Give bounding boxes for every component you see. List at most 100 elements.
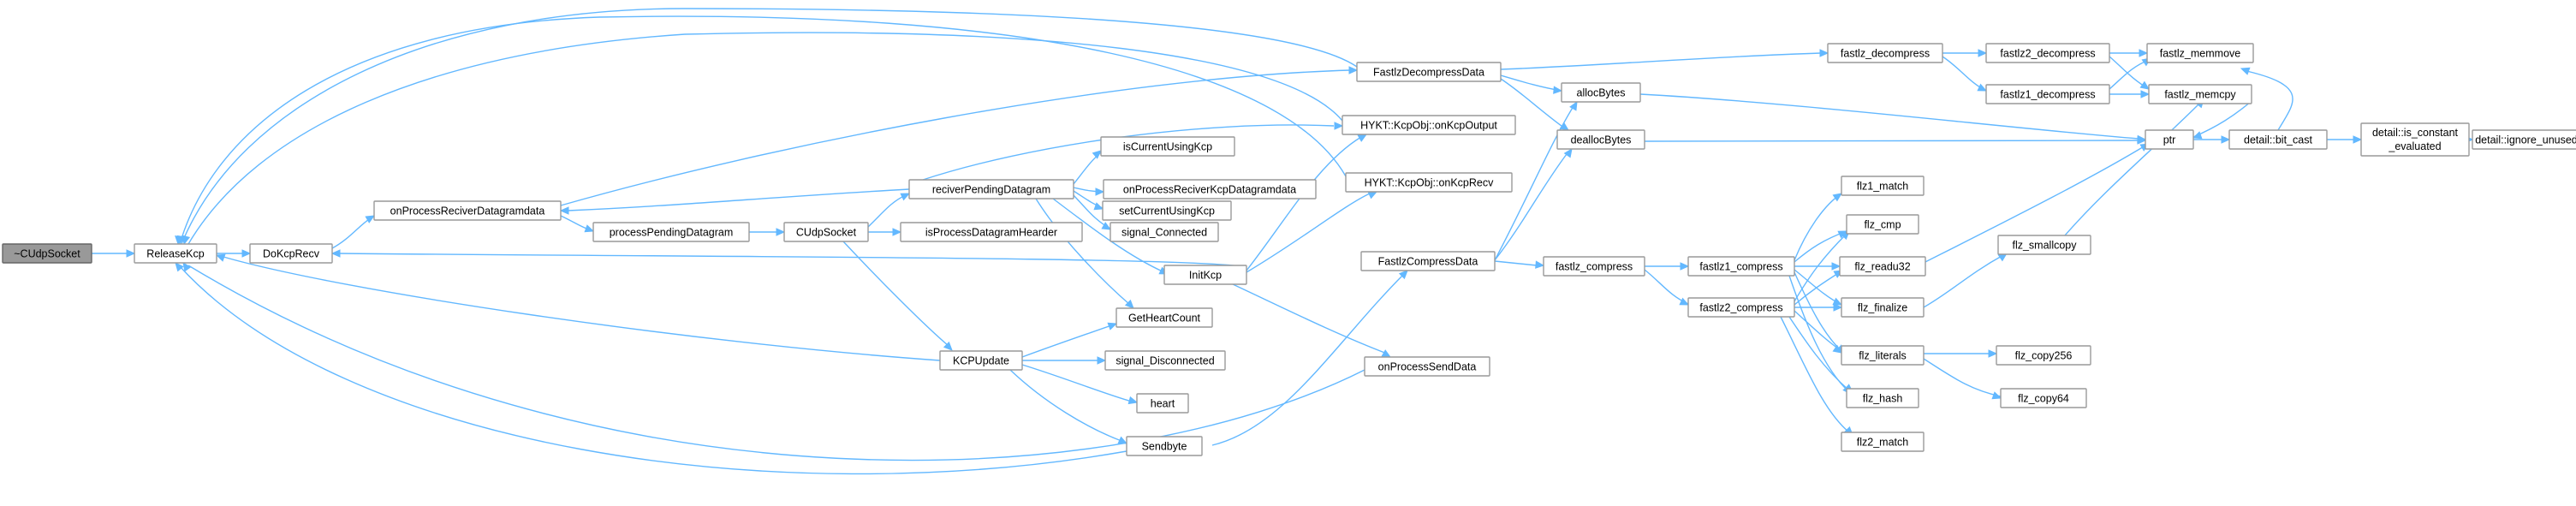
node-label: fastlz_compress: [1556, 261, 1633, 273]
node-signal-connected[interactable]: signal_Connected: [1110, 222, 1219, 242]
node-label: fastlz1_compress: [1699, 261, 1782, 273]
node-signal-disconnected[interactable]: signal_Disconnected: [1104, 350, 1226, 371]
node-fastlz2-decompress[interactable]: fastlz2_decompress: [1985, 43, 2110, 63]
call-edge: [1500, 74, 1562, 92]
call-edge-arrowhead: [1124, 299, 1134, 309]
call-edge: [1639, 93, 2139, 140]
node-label: fastlz2_decompress: [2000, 48, 2095, 60]
node-on-process-kcp[interactable]: onProcessReciverKcpDatagramdata: [1103, 179, 1317, 199]
call-edge: [1246, 136, 1362, 271]
node-label: flz_copy64: [2018, 393, 2069, 405]
node-flz-hash[interactable]: flz_hash: [1846, 388, 1919, 408]
node-process-pending[interactable]: processPendingDatagram: [592, 222, 750, 242]
node-flz1-match[interactable]: flz1_match: [1841, 176, 1925, 196]
call-edge: [1794, 271, 1841, 306]
node-fastlz1-decompress[interactable]: fastlz1_decompress: [1985, 84, 2110, 104]
call-edge: [1246, 193, 1371, 273]
node-detail-is-constant-evaluated[interactable]: detail::is_constant _evaluated: [2360, 122, 2470, 157]
node-label: ~CUdpSocket: [14, 248, 80, 260]
node-is-current-kcp[interactable]: isCurrentUsingKcp: [1100, 136, 1235, 157]
node-fastlz-compress-data[interactable]: FastlzCompressData: [1360, 251, 1496, 271]
node-on-process-reciver[interactable]: onProcessReciverDatagramdata: [373, 200, 562, 221]
call-edge: [1500, 78, 1566, 129]
node-fastlz2-compress[interactable]: fastlz2_compress: [1687, 297, 1795, 318]
node-fastlz-memmove[interactable]: fastlz_memmove: [2146, 43, 2254, 63]
call-edge: [1500, 52, 1822, 70]
node-detail-ignore-unused[interactable]: detail::ignore_unused: [2472, 129, 2576, 150]
call-edge-arrowhead: [900, 193, 911, 201]
call-edge-arrowhead: [1991, 391, 2002, 400]
node-label: allocBytes: [1577, 87, 1626, 99]
call-edge-arrowhead: [1569, 100, 1578, 111]
node-label: InitKcp: [1189, 270, 1222, 282]
call-edge-arrowhead: [1334, 122, 1344, 130]
node-on-process-send[interactable]: onProcessSendData: [1364, 356, 1490, 377]
node-set-current-using-kcp-main[interactable]: setCurrentUsingKcp: [1102, 200, 1232, 221]
node-label: ptr: [2163, 134, 2176, 146]
call-edge-arrowhead: [1831, 262, 1841, 271]
call-edge-arrowhead: [126, 249, 136, 258]
node-label: flz_literals: [1859, 350, 1907, 362]
node-label: isCurrentUsingKcp: [1123, 141, 1212, 153]
node-on-kcp-output[interactable]: HYKT::KcpObj::onKcpOutput: [1342, 115, 1516, 135]
node-label-line-1: detail::is_constant: [2372, 127, 2459, 139]
call-edge-arrowhead: [1832, 344, 1843, 354]
call-edge-arrowhead: [2139, 49, 2149, 57]
call-edge: [1923, 145, 2146, 264]
call-edge: [1494, 153, 1568, 261]
node-cudp-socket[interactable]: CUdpSocket: [783, 222, 869, 242]
node-flz-finalize[interactable]: flz_finalize: [1841, 297, 1925, 318]
node-flz-literals[interactable]: flz_literals: [1841, 345, 1925, 366]
node-label: detail::bit_cast: [2244, 134, 2312, 146]
node-flz-cmp[interactable]: flz_cmp: [1846, 214, 1919, 235]
node-on-kcp-recv[interactable]: HYKT::KcpObj::onKcpRecv: [1345, 172, 1513, 193]
call-edge-arrowhead: [943, 341, 953, 351]
node-is-process-header[interactable]: isProcessDatagramHearder: [900, 222, 1083, 242]
node-label: heart: [1151, 398, 1175, 410]
node-flz-smallcopy[interactable]: flz_smallcopy: [1997, 235, 2091, 255]
node-fastlz-compress[interactable]: fastlz_compress: [1543, 256, 1645, 277]
node-get-heart-count[interactable]: GetHeartCount: [1115, 307, 1213, 328]
call-edge-arrowhead: [175, 262, 184, 272]
call-edge: [1009, 369, 1122, 442]
node-fastlz-decompress-data[interactable]: FastlzDecompressData: [1356, 62, 1502, 82]
call-edge: [560, 69, 1351, 206]
node-do-kcp-recv[interactable]: DoKcpRecv: [249, 243, 333, 264]
node-fastlz-decompress[interactable]: fastlz_decompress: [1827, 43, 1943, 63]
call-edge: [2064, 102, 2201, 236]
node-flz2-match[interactable]: flz2_match: [1841, 432, 1925, 452]
node-release-kcp[interactable]: ReleaseKcp: [134, 243, 217, 264]
call-edge: [1794, 271, 1842, 352]
node-label: DoKcpRecv: [263, 248, 320, 260]
call-edge: [223, 256, 941, 361]
node-cudp-dtor[interactable]: ~CUdpSocket: [2, 243, 92, 264]
node-kcp-update[interactable]: KCPUpdate: [939, 350, 1023, 371]
node-alloc-bytes[interactable]: allocBytes: [1561, 82, 1641, 103]
call-edge: [338, 253, 1247, 268]
node-init-kcp[interactable]: InitKcp: [1163, 265, 1247, 285]
node-fastlz1-compress[interactable]: fastlz1_compress: [1687, 256, 1795, 277]
node-reciver-pending[interactable]: reciverPendingDatagram: [908, 179, 1074, 199]
node-label: onProcessSendData: [1378, 361, 1477, 373]
call-edge: [1021, 323, 1117, 358]
node-label: KCPUpdate: [953, 355, 1009, 367]
node-label: onProcessReciverDatagramdata: [390, 205, 545, 217]
node-flz-copy256[interactable]: flz_copy256: [1996, 345, 2091, 366]
call-edge-arrowhead: [181, 235, 191, 246]
node-label: detail::ignore_unused: [2475, 134, 2576, 146]
node-ptr[interactable]: ptr: [2145, 129, 2194, 150]
node-fastlz-memcpy[interactable]: fastlz_memcpy: [2148, 84, 2252, 104]
call-edge-arrowhead: [2240, 67, 2251, 75]
node-label-line-2: _evaluated: [2388, 140, 2441, 152]
call-edge-arrowhead: [1833, 303, 1843, 312]
node-flz-readu32[interactable]: flz_readu32: [1839, 256, 1926, 277]
node-dealloc-bytes[interactable]: deallocBytes: [1556, 129, 1645, 150]
node-label: signal_Disconnected: [1115, 355, 1214, 367]
node-detail-bit-cast[interactable]: detail::bit_cast: [2228, 129, 2328, 150]
call-edge: [187, 32, 1343, 245]
call-edge: [1923, 254, 2004, 308]
node-heart[interactable]: heart: [1136, 393, 1189, 414]
node-send-byte[interactable]: Sendbyte: [1126, 436, 1203, 456]
call-edges: [92, 8, 2474, 475]
node-flz-copy64[interactable]: flz_copy64: [2000, 388, 2087, 408]
